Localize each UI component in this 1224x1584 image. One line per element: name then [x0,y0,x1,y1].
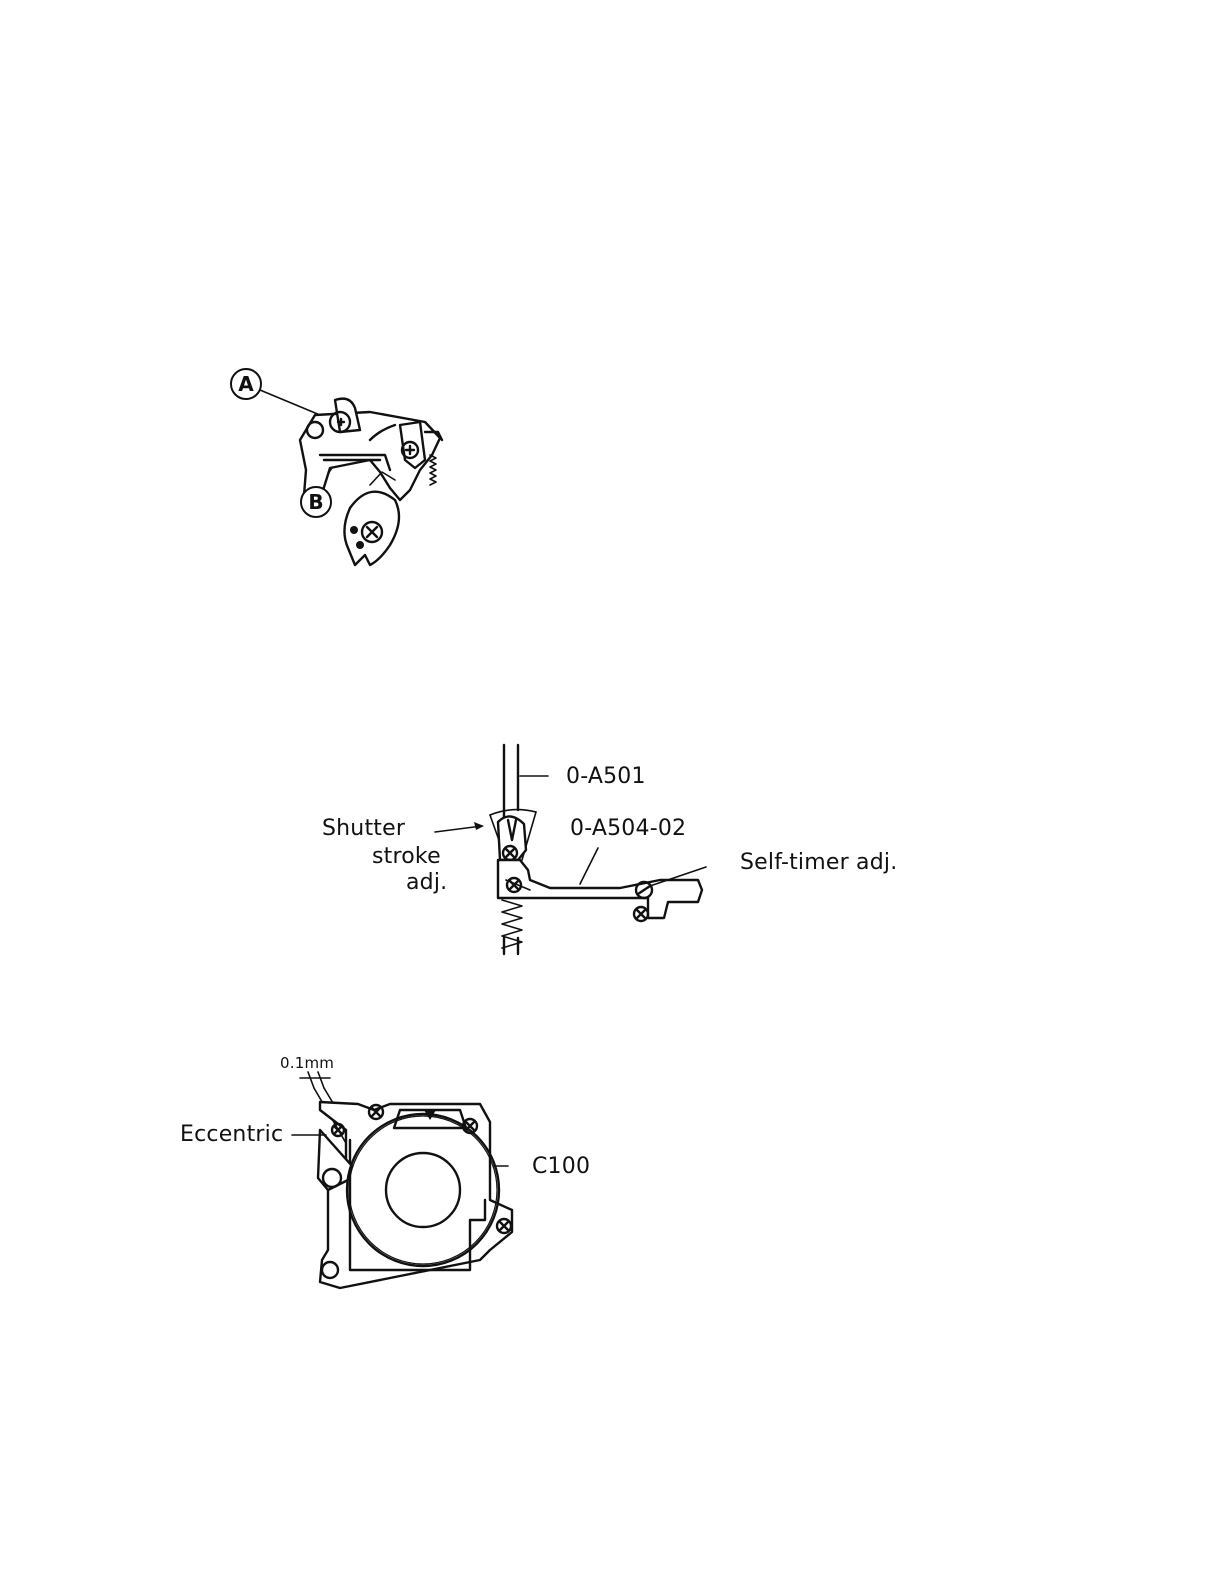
label-c100: C100 [532,1156,590,1178]
label-0-a501: 0-A501 [566,766,646,788]
figure-1-mechanism-drawing [220,360,480,590]
label-self-timer-adj: Self-timer adj. [740,852,897,874]
label-gap-0-1mm: 0.1mm [280,1056,334,1071]
figure-3-c100-assembly-drawing [280,1070,540,1300]
callout-b: B [300,486,332,518]
label-stroke: stroke [372,846,441,868]
eccentric-leader-line [290,1130,330,1140]
callout-a: A [230,368,262,400]
label-shutter: Shutter [322,818,405,840]
label-0-a504-02: 0-A504-02 [570,818,686,840]
label-adj: adj. [406,872,447,894]
label-eccentric: Eccentric [180,1124,283,1146]
